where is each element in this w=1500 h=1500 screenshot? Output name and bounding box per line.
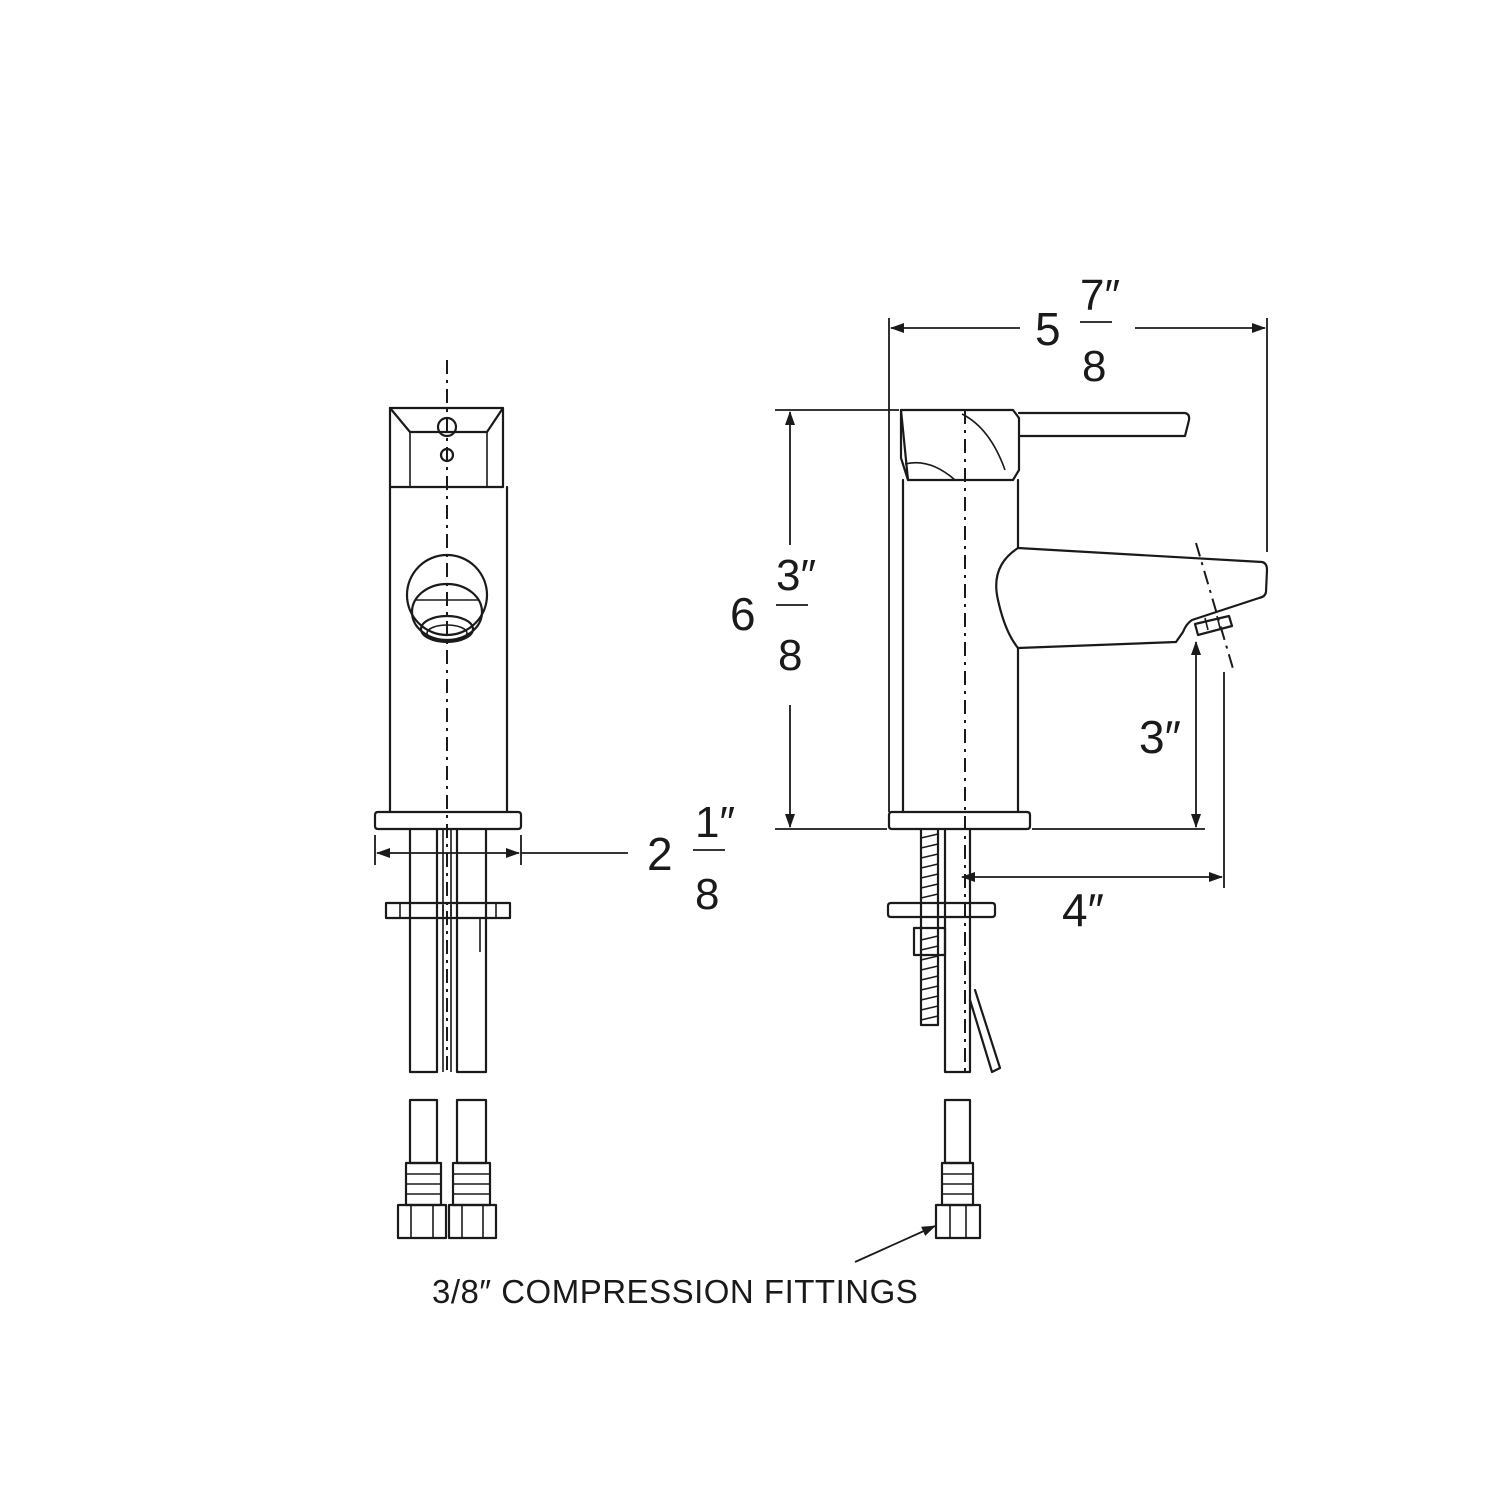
overall-width-dimension [888, 318, 1268, 812]
spout-reach-dimension [961, 672, 1225, 888]
front-supply-lines [396, 1098, 498, 1240]
base-diameter-denominator: 8 [695, 870, 719, 919]
overall-height-label: 6 3″ 8 [730, 551, 816, 680]
side-base-plate [887, 810, 1032, 831]
overall-height-whole: 6 [730, 588, 756, 640]
front-handle [388, 406, 505, 489]
overall-height-denominator: 8 [778, 631, 802, 680]
front-base-plate [373, 810, 523, 831]
overall-height-dimension [775, 409, 899, 830]
overall-width-denominator: 8 [1082, 342, 1106, 391]
spout-height-label: 3″ [1139, 711, 1181, 763]
side-supply-tube [934, 827, 1002, 1240]
spout-flow-line [1195, 542, 1235, 673]
base-diameter-label: 2 1″ 8 [647, 798, 735, 919]
side-spout [995, 542, 1269, 673]
overall-width-label: 5 7″ 8 [1035, 271, 1120, 391]
compression-fittings-leader [854, 1225, 936, 1263]
front-body [388, 485, 509, 814]
base-diameter-dimension [374, 835, 628, 865]
side-handle [899, 408, 1191, 482]
front-supply-tubes [384, 827, 512, 1074]
base-diameter-numerator: 1″ [695, 798, 735, 847]
front-aerator [405, 553, 489, 644]
compression-fittings-callout: 3/8″ COMPRESSION FITTINGS [432, 1273, 918, 1310]
overall-width-numerator: 7″ [1080, 271, 1120, 320]
spout-reach-label: 4″ [1062, 884, 1104, 936]
base-diameter-whole: 2 [647, 828, 673, 880]
front-view [373, 360, 523, 1240]
side-body [901, 478, 1020, 814]
overall-height-numerator: 3″ [776, 551, 816, 600]
overall-width-whole: 5 [1035, 303, 1061, 355]
spout-height-dimension [1032, 641, 1205, 830]
side-view [886, 408, 1269, 1240]
side-threaded-rod [886, 827, 997, 1027]
